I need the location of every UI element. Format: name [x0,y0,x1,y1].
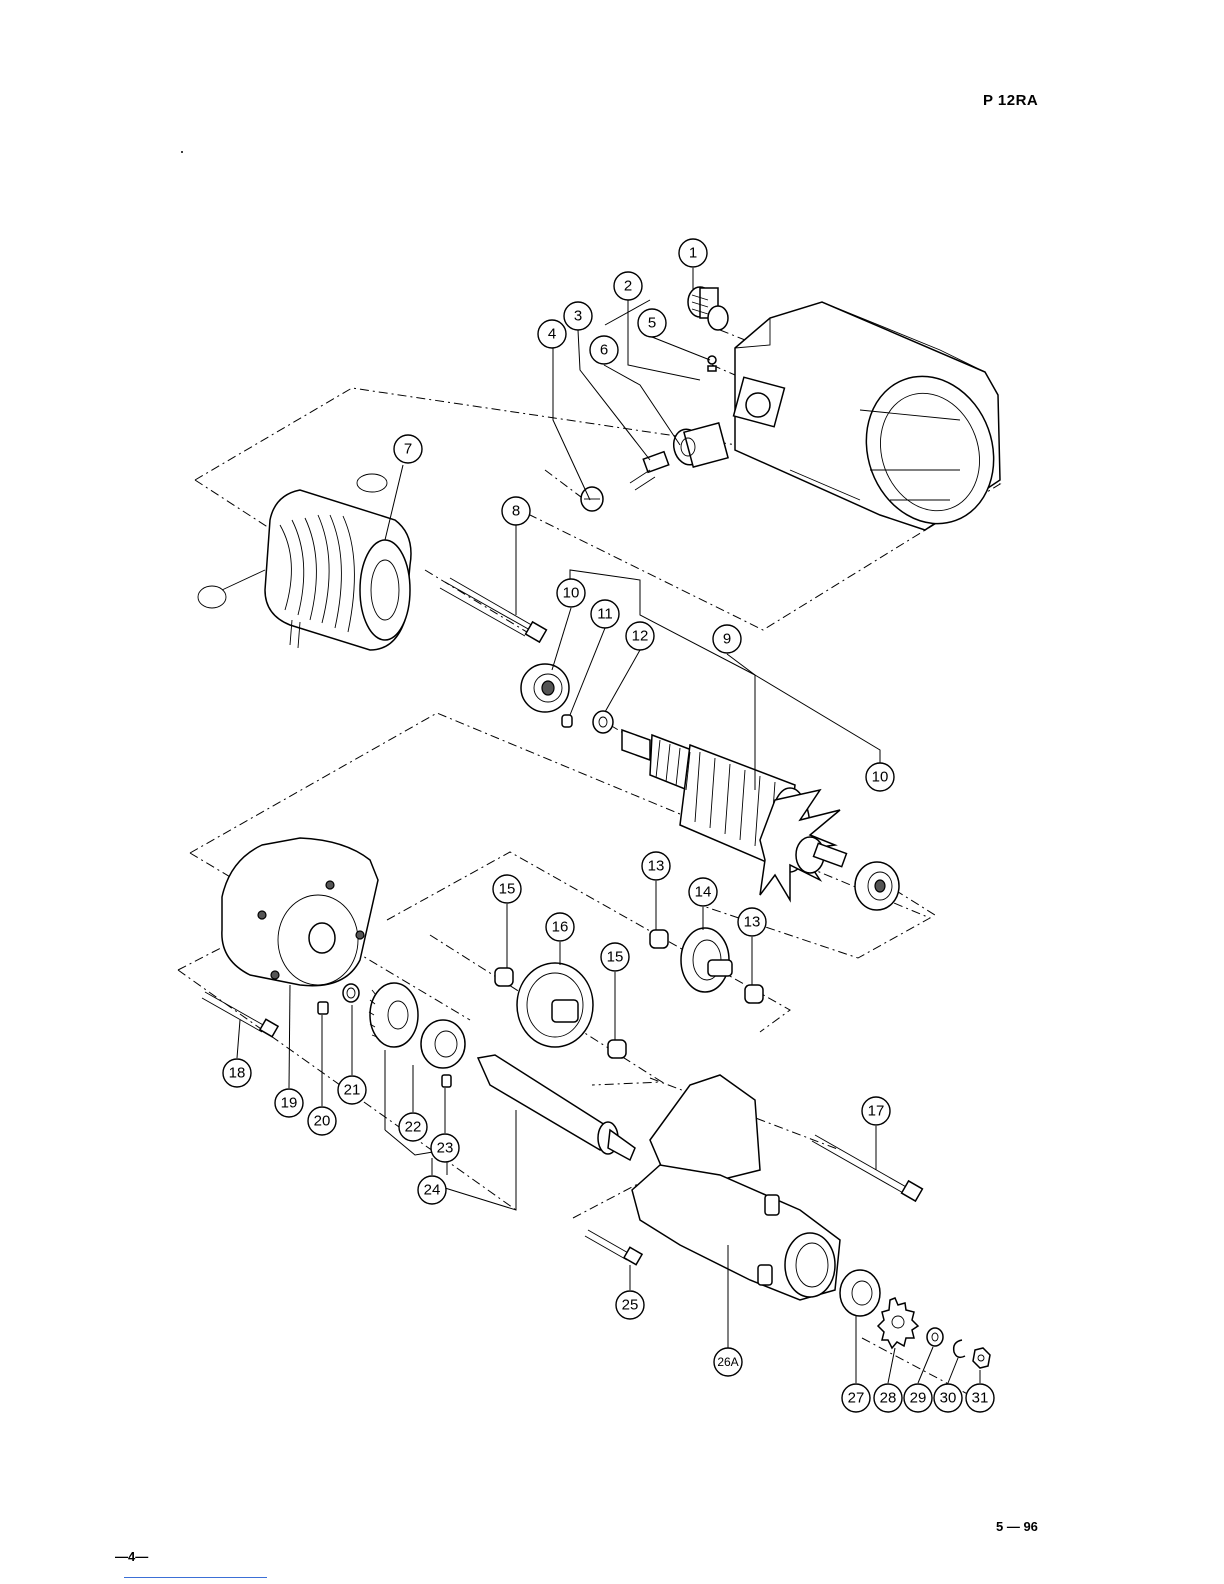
svg-text:7: 7 [404,441,412,458]
svg-text:25: 25 [622,1297,639,1314]
callout-6: 6 [590,336,618,364]
part-8-screw [440,578,546,642]
part-20-key [318,1002,328,1014]
svg-text:26A: 26A [717,1355,738,1369]
svg-text:22: 22 [405,1119,422,1136]
svg-text:29: 29 [910,1390,927,1407]
callout-5: 5 [638,309,666,337]
callout-13-right: 13 [738,908,766,936]
svg-text:13: 13 [648,858,665,875]
callout-17: 17 [862,1097,890,1125]
svg-text:21: 21 [344,1082,361,1099]
svg-text:15: 15 [499,881,516,898]
callout-11: 11 [591,600,619,628]
callout-31: 31 [966,1384,994,1412]
callout-30: 30 [934,1384,962,1412]
svg-text:24: 24 [424,1182,441,1199]
callout-20: 20 [308,1107,336,1135]
part-10-bearing-right [855,862,899,910]
callout-12: 12 [626,622,654,650]
callout-3: 3 [564,302,592,330]
svg-text:10: 10 [872,769,889,786]
svg-text:10: 10 [563,585,580,602]
part-22-bearing [421,1020,465,1068]
part-1-threaded-sleeve [688,287,728,330]
part-24-shaft [478,1055,635,1160]
callout-25: 25 [616,1291,644,1319]
part-27-bearing [840,1270,880,1316]
part-22-gear [369,983,418,1047]
svg-text:20: 20 [314,1113,331,1130]
callout-9: 9 [713,625,741,653]
part-7-stator [198,474,411,650]
part-19-gear-cover [222,838,378,986]
stray-dot [181,151,183,153]
svg-text:9: 9 [723,631,731,648]
svg-text:14: 14 [695,884,712,901]
svg-text:3: 3 [574,308,582,325]
callout-15-left: 15 [493,875,521,903]
callout-22: 22 [399,1113,427,1141]
svg-text:11: 11 [597,606,613,623]
part-25-screw [585,1230,642,1265]
svg-text:30: 30 [940,1390,957,1407]
callout-4: 4 [538,320,566,348]
svg-text:19: 19 [281,1095,298,1112]
svg-text:28: 28 [880,1390,897,1407]
callout-15-right: 15 [601,943,629,971]
part-motor-housing [734,302,1014,542]
callout-23: 23 [431,1134,459,1162]
svg-text:4: 4 [548,326,556,343]
svg-text:18: 18 [229,1065,246,1082]
callout-2: 2 [614,272,642,300]
callout-18: 18 [223,1059,251,1087]
svg-text:12: 12 [632,628,649,645]
part-10-bearing [521,664,569,712]
svg-text:2: 2 [624,278,632,295]
callout-24: 24 [418,1176,446,1204]
callout-29: 29 [904,1384,932,1412]
callout-10-right: 10 [866,763,894,791]
svg-text:15: 15 [607,949,624,966]
part-31-nut [973,1348,990,1368]
svg-text:31: 31 [972,1390,989,1407]
svg-text:27: 27 [848,1390,865,1407]
callout-7: 7 [394,435,422,463]
svg-text:23: 23 [437,1140,454,1157]
part-11-pin [562,715,572,727]
part-28-sprocket [878,1298,918,1348]
part-23-key [442,1075,451,1087]
callout-26a: 26A [714,1348,742,1376]
callout-16: 16 [546,913,574,941]
part-16-gear [517,963,593,1047]
part-21-retaining-ring [343,984,359,1002]
callout-13-left: 13 [642,852,670,880]
callout-21: 21 [338,1076,366,1104]
callout-1: 1 [679,239,707,267]
callout-14: 14 [689,878,717,906]
svg-text:13: 13 [744,914,761,931]
svg-text:6: 6 [600,342,608,359]
callout-19: 19 [275,1089,303,1117]
part-26a-gear-housing [632,1075,840,1300]
part-30-spring-washer [954,1340,965,1357]
part-2-6-brush-holder [581,356,728,511]
callout-27: 27 [842,1384,870,1412]
part-12-washer [593,711,613,733]
svg-text:16: 16 [552,919,569,936]
callout-28: 28 [874,1384,902,1412]
part-14-gear [681,928,732,992]
callout-10-top: 10 [557,579,585,607]
svg-text:8: 8 [512,503,520,520]
svg-text:5: 5 [648,315,656,332]
part-17-screw [812,1135,922,1201]
callout-8: 8 [502,497,530,525]
svg-text:1: 1 [689,245,697,262]
svg-text:17: 17 [868,1103,885,1120]
part-29-washer [927,1328,943,1346]
